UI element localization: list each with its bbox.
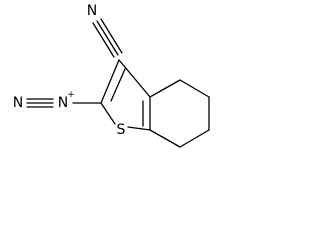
sulfur-label: S: [117, 122, 126, 138]
bond-c3-c2-inner: [110, 68, 126, 102]
nitrile-triple-bond-1: [96, 20, 119, 56]
nitrile-triple-bond-3: [92, 22, 115, 58]
nitrile-triple-bond-2: [100, 18, 123, 54]
bond-c3-c2: [100, 59, 120, 104]
bond-c7-c7a: [149, 129, 181, 148]
cyclohexene-ring: [149, 79, 210, 148]
diazonium-group: N N +: [13, 90, 102, 111]
diazo-charge-label: +: [67, 90, 75, 100]
nitrile-nitrogen-label: N: [87, 3, 97, 19]
thiophene-ring: S: [100, 59, 151, 138]
bond-s-c7a: [127, 126, 151, 131]
nitrile-group: N: [87, 3, 123, 58]
bond-c2-s: [100, 102, 116, 125]
bond-c4-c5: [179, 79, 210, 98]
diazo-internal-nitrogen-label: N: [58, 95, 68, 111]
diazo-terminal-nitrogen-label: N: [13, 95, 23, 111]
bond-c6-c7: [179, 129, 210, 148]
molecule-structure: N S N N +: [13, 3, 210, 148]
bond-c3-c3a: [118, 59, 151, 98]
bond-c3a-c4: [149, 79, 181, 98]
